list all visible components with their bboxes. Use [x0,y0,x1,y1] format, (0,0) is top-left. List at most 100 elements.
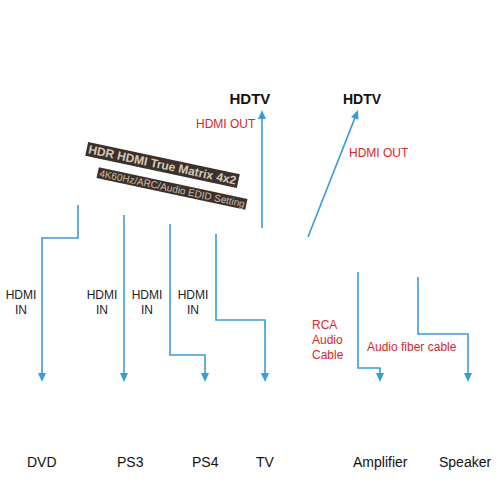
illustration-part [9,412,75,426]
illustration-part [156,207,184,224]
monitor-label: HDTV [230,90,271,107]
illustration-part [205,19,295,77]
cable-connector [258,110,266,228]
illustration-part [240,404,288,420]
illustration-part [445,212,485,306]
cable-line [42,205,78,376]
cable-label: HDMI IN [84,288,120,318]
illustration-part [202,217,230,234]
illustration-part [9,406,75,412]
illustration-part [110,198,138,215]
illustration-part [410,432,416,435]
illustration-part [41,187,51,197]
device-label: PS3 [117,454,143,470]
illustration-part [344,402,420,408]
illustration-part [64,188,92,205]
illustration-part [400,414,412,426]
illustration-part [129,429,132,432]
illustration-part [30,175,445,306]
illustration-part [441,419,459,437]
illustration-part [114,202,135,212]
hdtv-monitor: HDTV [312,18,412,110]
tv-box-illustration [234,382,296,450]
cable-label: RCA Audio Cable [312,318,354,363]
illustration-part [160,211,181,221]
illustration-part [344,408,420,432]
illustration-part [204,385,208,436]
illustration-part [208,44,292,72]
illustration-part [410,263,426,278]
illustration-part [345,81,379,84]
arrow-head [120,373,128,382]
illustration-part [320,22,404,72]
ps4-console: PS4 [176,382,234,474]
illustration-part [294,236,322,253]
illustration-part [240,412,260,428]
arrow-head [258,110,266,119]
monitor-label: HDTV [343,91,381,107]
illustration-part [474,396,488,410]
arrow-head [201,373,209,382]
illustration-part [320,64,404,72]
arrow-head [261,373,269,382]
illustration-part [246,77,254,82]
monitor-illustration [312,18,412,86]
illustration-part [44,190,48,194]
speaker-illustration [432,382,498,450]
illustration-part [192,384,220,438]
illustration-part [320,44,404,72]
cable-line [308,116,356,237]
ps3-console: PS3 [88,382,172,474]
illustration-part [370,424,394,427]
arrow-head [376,373,384,382]
device-label: TV [256,454,274,470]
illustration-part [110,406,166,422]
illustration-part [156,207,184,224]
illustration-part [294,236,322,253]
cable-line [418,277,468,376]
cable-line [261,116,263,228]
illustration-part [358,77,366,82]
illustration-part [65,417,69,421]
illustration-part [260,412,288,428]
illustration-part [206,433,232,444]
device-label: PS4 [192,454,218,470]
cable-label: HDMI IN [175,288,211,318]
illustration-part [370,413,394,420]
cable-label: HDMI OUT [195,117,256,131]
illustration-part [206,221,227,231]
cable-connector [38,205,78,382]
dvd-player: DVD [5,382,79,474]
cable-line [123,215,125,376]
illustration-part [102,394,166,418]
illustration-part [352,414,364,426]
illustration-part [443,399,457,413]
monitor-illustration [200,18,300,86]
cable-label: Audio fiber cable [366,340,457,354]
illustration-part [15,417,19,421]
illustration-part [233,81,267,84]
cable-line [358,272,380,376]
arrow-head [38,373,46,382]
arrow-head [351,110,358,120]
tv-box: TV [234,382,296,474]
dvd-illustration [5,382,79,450]
device-label: Amplifier [353,454,407,470]
illustration-part [298,240,319,250]
illustration-part [248,227,276,244]
illustration-part [277,392,290,421]
illustration-part [277,392,290,421]
ps4-illustration [176,382,234,450]
illustration-part [338,251,352,265]
cable-connector [216,234,269,382]
hdmi-matrix-switch: HDR HDMI True Matrix 4x24K60Hz/ARC/Audio… [25,110,490,310]
illustration-part [471,417,491,437]
illustration-part [208,64,292,72]
illustration-part [348,432,354,435]
amplifier: Amplifier [336,382,424,474]
illustration-part [202,217,230,234]
cable-connector [308,110,358,237]
device-label: Speaker [439,454,491,470]
